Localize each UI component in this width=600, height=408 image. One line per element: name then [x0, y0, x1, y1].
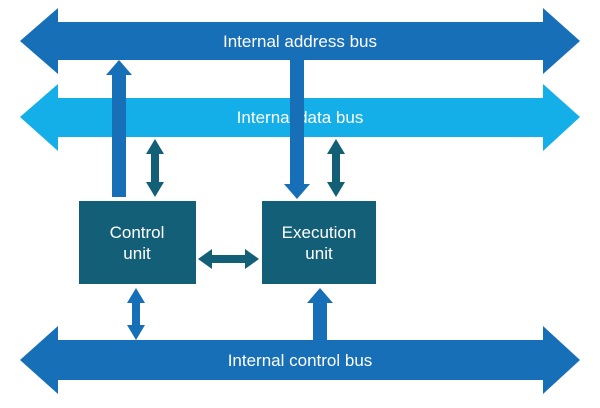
address-bus-arrow [20, 8, 580, 74]
control-unit-label-line1: Control [110, 223, 165, 242]
control-unit-box [79, 201, 196, 284]
control-bus-label: Internal control bus [228, 351, 373, 370]
control-bus-arrow [20, 326, 580, 394]
control-unit-label-line2: unit [123, 244, 151, 263]
execution-unit-box [262, 201, 376, 284]
control-data-double-arrow [146, 139, 164, 197]
control-execution-double-arrow [198, 249, 259, 269]
address-bus-label: Internal address bus [223, 32, 377, 51]
execution-data-double-arrow [327, 139, 345, 197]
address-to-execution-arrow [284, 60, 310, 199]
control-controlbus-double-arrow [127, 288, 145, 340]
execution-unit-label-line1: Execution [282, 223, 357, 242]
execution-unit-label-line2: unit [305, 244, 333, 263]
controlbus-to-execution-arrow [307, 288, 333, 340]
control-to-address-arrow [106, 60, 132, 197]
